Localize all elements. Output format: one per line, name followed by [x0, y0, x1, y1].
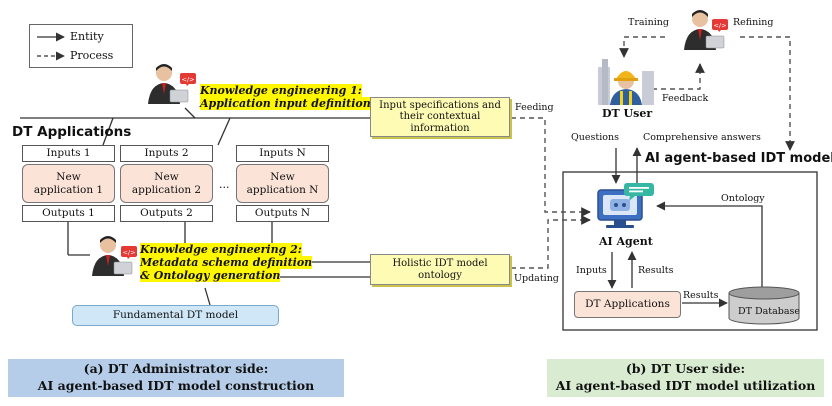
inputs-1-box: Inputs 1 — [22, 145, 115, 162]
ke2-line2: Metadata schema definition — [140, 256, 313, 270]
appn-line2: application N — [246, 183, 319, 196]
dt-applications-box: DT Applications — [574, 291, 681, 318]
user-footer-line1: (b) DT User side: — [625, 361, 746, 377]
app1-line1: New — [56, 171, 81, 184]
code-badge-icon: </> — [180, 73, 196, 86]
code-badge-icon: </> — [121, 246, 137, 259]
ke2-line1: Knowledge engineering 2: — [140, 243, 302, 256]
ke2-line3: & Ontology generation — [140, 269, 281, 283]
comprehensive-answers-label: Comprehensive answers — [643, 132, 761, 143]
appn-line1: New — [270, 171, 295, 184]
admin-person-icon — [684, 10, 725, 50]
feedback-label: Feedback — [662, 93, 709, 104]
new-application-1-box: New application 1 — [22, 164, 115, 203]
svg-text:</>: </> — [713, 22, 726, 30]
admin-footer-line2: AI agent-based IDT model construction — [37, 378, 315, 393]
worker-user-icon — [598, 59, 654, 105]
inputs-2-box: Inputs 2 — [120, 145, 213, 162]
admin-side-footer: (a) DT Administrator side: AI agent-base… — [8, 359, 344, 397]
legend-entity-label: Entity — [70, 30, 104, 43]
user-footer-line2: AI agent-based IDT model utilization — [555, 378, 816, 393]
new-application-n-box: New application N — [236, 164, 329, 203]
legend — [29, 24, 133, 68]
outputs-n-box: Outputs N — [236, 205, 329, 222]
ai-agent-label: AI Agent — [599, 235, 653, 248]
ke1-line1: Knowledge engineering 1: — [200, 84, 362, 97]
ke1-line2: Application input definition — [200, 97, 371, 111]
fundamental-dt-model-box: Fundamental DT model — [72, 305, 279, 326]
chat-bubble-icon — [624, 183, 654, 201]
input-spec-line1: Input specifications and — [379, 99, 501, 111]
outputs-1-box: Outputs 1 — [22, 205, 115, 222]
questions-label: Questions — [571, 132, 619, 143]
ke1-text: Knowledge engineering 1: Application inp… — [200, 84, 371, 111]
refining-label: Refining — [733, 17, 774, 28]
svg-text:</>: </> — [122, 249, 135, 257]
input-spec-line2: their contextual information — [399, 111, 481, 134]
results-label-db: Results — [683, 290, 719, 301]
input-spec-box: Input specifications and their contextua… — [370, 97, 510, 137]
dt-database-label: DT Database — [738, 306, 800, 317]
dt-user-label: DT User — [602, 107, 653, 120]
updating-label: Updating — [514, 273, 559, 284]
training-label: Training — [628, 17, 669, 28]
admin-person-icon — [148, 64, 189, 104]
feeding-label: Feeding — [515, 102, 554, 113]
user-side-footer: (b) DT User side: AI agent-based IDT mod… — [547, 359, 824, 397]
app2-line2: application 2 — [131, 183, 202, 196]
legend-process-label: Process — [70, 49, 114, 62]
dt-applications-title: DT Applications — [12, 124, 132, 140]
new-application-2-box: New application 2 — [120, 164, 213, 203]
holistic-ontology-box: Holistic IDT model ontology — [370, 254, 510, 285]
admin-person-icon — [92, 236, 133, 276]
ai-agent-model-title: AI agent-based IDT model — [645, 151, 832, 166]
admin-footer-line1: (a) DT Administrator side: — [83, 361, 269, 377]
results-label-agent: Results — [638, 265, 674, 276]
svg-text:</>: </> — [181, 76, 194, 84]
outputs-2-box: Outputs 2 — [120, 205, 213, 222]
database-icon — [728, 286, 800, 325]
inputs-label: Inputs — [576, 265, 607, 276]
ke2-text: Knowledge engineering 2: Metadata schema… — [140, 243, 313, 283]
code-badge-icon: </> — [712, 19, 728, 32]
ontology-label: Ontology — [721, 193, 765, 204]
app2-line1: New — [154, 171, 179, 184]
inputs-n-box: Inputs N — [236, 145, 329, 162]
ellipsis: ... — [219, 178, 230, 191]
app1-line2: application 1 — [33, 183, 104, 196]
